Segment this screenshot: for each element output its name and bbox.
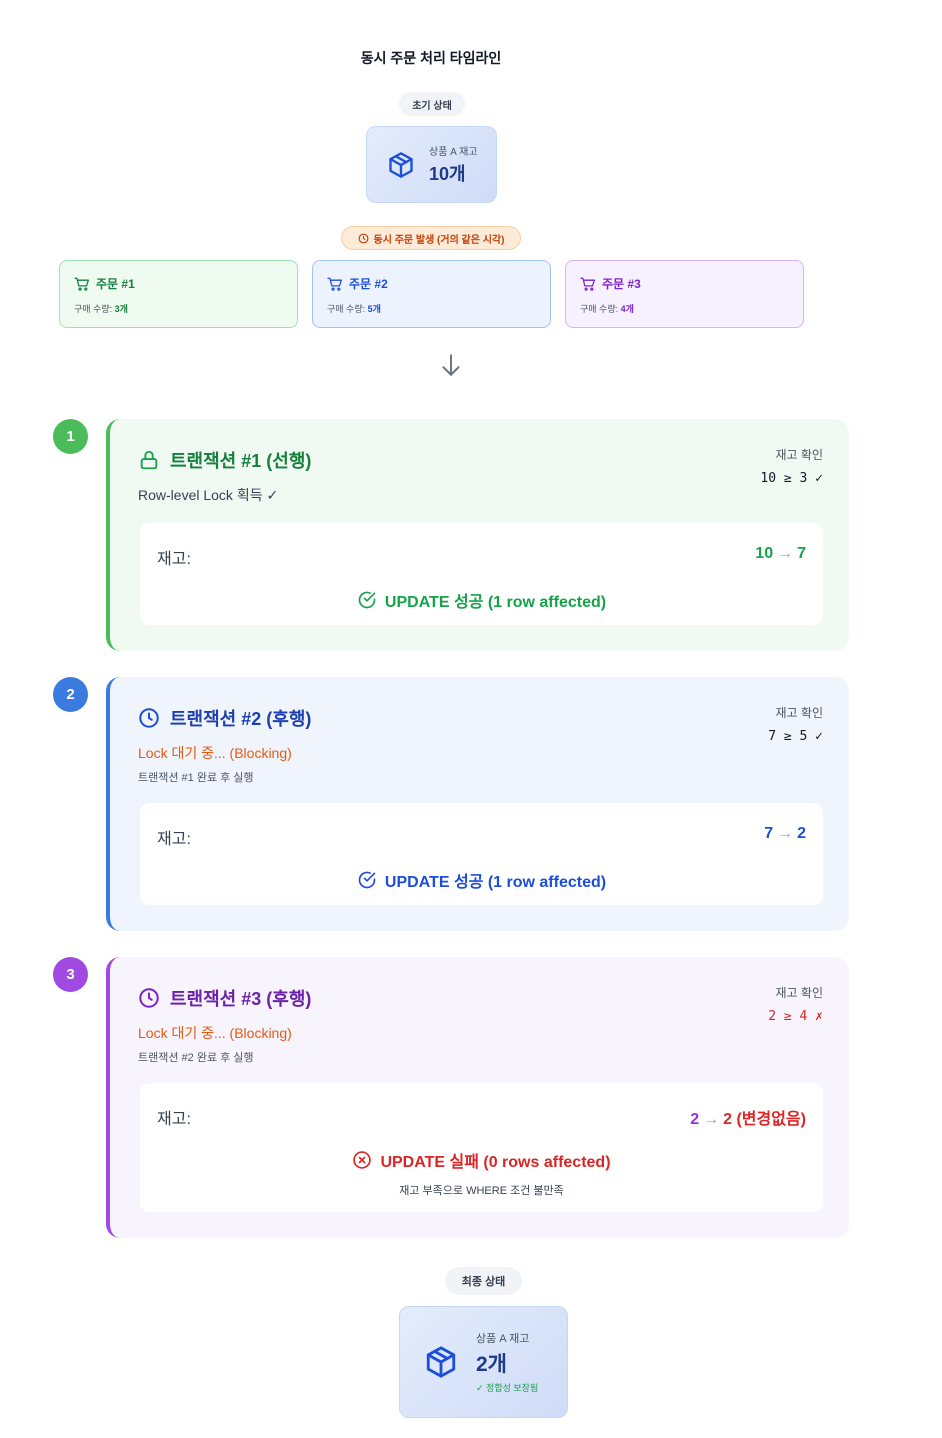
order-card-3: 주문 #3 구매 수량: 4개 <box>565 260 804 328</box>
order-title: 주문 #2 <box>349 277 388 291</box>
cart-icon <box>74 277 89 291</box>
stock-arrow: → <box>777 825 794 842</box>
stock-check-label: 재고 확인 <box>775 448 824 462</box>
transaction-note: 트랜잭션 #2 완료 후 실행 <box>138 1052 254 1064</box>
initial-state-badge: 초기 상태 <box>399 92 465 116</box>
check-circle-icon <box>358 591 376 609</box>
stock-to: 2 <box>797 825 806 842</box>
transaction-title: 트랜잭션 #2 (후행) <box>170 709 312 729</box>
initial-stock-value: 10개 <box>429 164 466 184</box>
arrow-down-icon <box>442 354 460 376</box>
transaction-card-3: 트랜잭션 #3 (후행) Lock 대기 중... (Blocking) 트랜잭… <box>106 957 849 1238</box>
stock-check-value: 7 ≥ 5 ✓ <box>768 729 823 744</box>
cart-icon <box>580 277 595 291</box>
order-card-1: 주문 #1 구매 수량: 3개 <box>59 260 298 328</box>
transaction-status: Lock 대기 중... (Blocking) <box>138 745 292 761</box>
clock-icon <box>358 233 368 243</box>
initial-stock-label: 상품 A 재고 <box>429 147 478 158</box>
stock-update-panel: 재고: 2→2 (변경없음) UPDATE 실패 (0 rows affecte… <box>140 1083 823 1212</box>
stock-update-panel: 재고: 7→2 UPDATE 성공 (1 row affected) <box>140 803 823 905</box>
order-qty-value: 3개 <box>114 304 128 314</box>
lock-icon <box>140 450 158 470</box>
stock-label: 재고: <box>157 1111 191 1128</box>
order-card-2: 주문 #2 구매 수량: 5개 <box>312 260 551 328</box>
initial-stock-card: 상품 A 재고 10개 <box>366 126 497 203</box>
stock-label: 재고: <box>157 831 191 848</box>
transaction-title: 트랜잭션 #3 (후행) <box>170 989 312 1009</box>
transaction-card-1: 트랜잭션 #1 (선행) Row-level Lock 획득 ✓ 재고 확인 1… <box>106 419 849 651</box>
stock-to: 2 (변경없음) <box>723 1111 806 1128</box>
update-result: UPDATE 성공 (1 row affected) <box>384 874 607 891</box>
stock-from: 10 <box>755 545 774 562</box>
stock-check-value: 10 ≥ 3 ✓ <box>760 471 823 486</box>
stock-check-label: 재고 확인 <box>775 706 824 720</box>
final-stock-card: 상품 A 재고 2개 ✓ 정합성 보장됨 <box>399 1306 568 1418</box>
stock-label: 재고: <box>157 551 191 568</box>
final-stock-value: 2개 <box>476 1353 507 1376</box>
check-circle-icon <box>358 871 376 889</box>
stock-to: 7 <box>797 545 806 562</box>
concurrent-orders-badge: 동시 주문 발생 (거의 같은 시각) <box>341 226 521 250</box>
order-title: 주문 #1 <box>96 277 135 291</box>
transaction-status: Lock 대기 중... (Blocking) <box>138 1025 292 1041</box>
stock-from: 7 <box>764 825 774 842</box>
stock-from: 2 <box>690 1111 700 1128</box>
cart-icon <box>327 277 342 291</box>
update-result: UPDATE 실패 (0 rows affected) <box>380 1154 611 1171</box>
clock-icon <box>139 988 159 1008</box>
package-icon <box>426 1346 456 1378</box>
stock-check-label: 재고 확인 <box>775 986 824 1000</box>
stock-arrow: → <box>777 545 794 562</box>
clock-icon <box>139 708 159 728</box>
stock-update-panel: 재고: 10→7 UPDATE 성공 (1 row affected) <box>140 523 823 625</box>
order-qty-label: 구매 수량: <box>580 304 619 314</box>
stock-arrow: → <box>703 1111 720 1128</box>
transaction-card-2: 트랜잭션 #2 (후행) Lock 대기 중... (Blocking) 트랜잭… <box>106 677 849 931</box>
order-title: 주문 #3 <box>602 277 641 291</box>
order-qty-label: 구매 수량: <box>327 304 366 314</box>
update-result: UPDATE 성공 (1 row affected) <box>384 594 607 611</box>
step-number-3: 3 <box>53 957 88 992</box>
step-number-2: 2 <box>53 677 88 712</box>
order-qty-value: 4개 <box>620 304 634 314</box>
transaction-title: 트랜잭션 #1 (선행) <box>170 451 312 471</box>
concurrent-orders-label: 동시 주문 발생 (거의 같은 시각) <box>373 234 505 246</box>
order-qty-value: 5개 <box>367 304 381 314</box>
package-icon <box>389 151 413 178</box>
page-title: 동시 주문 처리 타임라인 <box>360 50 502 66</box>
transaction-status: Row-level Lock 획득 ✓ <box>138 487 279 503</box>
step-number-1: 1 <box>53 419 88 454</box>
transaction-note: 트랜잭션 #1 완료 후 실행 <box>138 772 254 784</box>
final-state-badge: 최종 상태 <box>445 1267 522 1295</box>
stock-check-value: 2 ≥ 4 ✗ <box>768 1009 823 1024</box>
consistency-badge: ✓ 정합성 보장됨 <box>476 1383 539 1393</box>
order-qty-label: 구매 수량: <box>74 304 113 314</box>
x-circle-icon <box>353 1151 372 1169</box>
final-stock-label: 상품 A 재고 <box>476 1333 530 1345</box>
update-result-note: 재고 부족으로 WHERE 조건 불만족 <box>399 1185 564 1197</box>
